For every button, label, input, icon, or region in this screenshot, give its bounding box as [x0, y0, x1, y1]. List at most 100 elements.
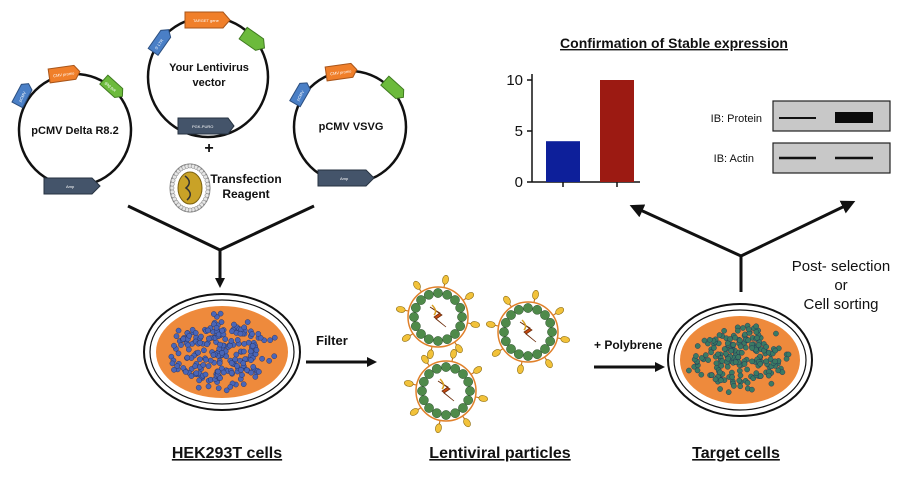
cell: [180, 336, 187, 342]
cell: [729, 374, 735, 380]
cell: [741, 361, 748, 367]
cell: [241, 324, 247, 331]
cell: [195, 349, 201, 356]
gene-segment-cmv: CMV promo: [47, 64, 81, 84]
cell: [717, 386, 723, 392]
cell: [197, 339, 203, 346]
cell: [717, 369, 723, 376]
lentivirus-particle: [404, 349, 488, 433]
cell: [203, 356, 209, 363]
caption-hek293t: HEK293T cells: [172, 445, 282, 462]
cell: [215, 385, 222, 391]
hek293t-dish: [143, 293, 301, 411]
cell: [749, 345, 755, 351]
cell: [248, 357, 254, 363]
cell: [234, 363, 240, 369]
cell: [693, 353, 699, 359]
caption-lentiviral-particles: Lentiviral particles: [429, 445, 570, 462]
lipid-head: [205, 189, 211, 195]
cell: [736, 377, 743, 384]
cell: [192, 363, 198, 369]
blot-label-actin: IB: Actin: [714, 153, 754, 165]
cell: [725, 355, 731, 362]
cell: [749, 358, 755, 365]
cell: [773, 330, 779, 337]
cell: [727, 336, 733, 342]
cell: [182, 369, 189, 375]
cell: [686, 367, 692, 374]
cell: [188, 373, 195, 379]
cell: [210, 311, 217, 317]
western-blot: IB: Protein IB: Actin: [711, 100, 891, 174]
cell: [171, 367, 177, 373]
cell: [186, 332, 193, 339]
cell: [255, 331, 262, 337]
cell: [234, 337, 241, 343]
plasmid-name: pCMV Delta R8.2: [31, 125, 118, 137]
cell: [755, 342, 762, 348]
cell: [705, 357, 712, 363]
cell: [271, 353, 278, 359]
cell: [237, 330, 244, 337]
transfection-reagent-icon: [169, 163, 211, 213]
gene-segment-gagpol: gag pol: [99, 74, 124, 99]
gene-segment-target: TARGET gene: [184, 11, 231, 29]
gene-segment-pgk-puro: PGK-PURO: [177, 117, 235, 135]
cell: [228, 338, 235, 344]
cell: [207, 357, 214, 364]
cell: [701, 337, 708, 344]
cell: [238, 367, 244, 373]
cell: [219, 327, 225, 334]
cell: [724, 363, 731, 370]
cell: [734, 327, 741, 334]
gene-label: pCMV: [17, 90, 27, 102]
cell: [753, 370, 760, 376]
cell: [217, 375, 223, 381]
cell: [725, 389, 732, 395]
cell: [178, 342, 184, 348]
cell: [735, 354, 742, 360]
gene-label: CMV promo: [53, 70, 76, 78]
cell: [222, 336, 229, 342]
cell: [196, 377, 202, 384]
cell: [205, 383, 212, 390]
cell: [719, 358, 726, 364]
cell: [215, 368, 221, 375]
cell: [206, 335, 212, 342]
cell: [732, 359, 739, 365]
cell: [220, 369, 227, 376]
cell: [754, 335, 760, 341]
gene-label: PGK-PURO: [192, 124, 213, 129]
cell: [737, 337, 743, 344]
cell: [249, 343, 256, 349]
cell: [252, 374, 259, 380]
cell: [205, 327, 211, 334]
cell: [739, 349, 745, 356]
lipid-head: [169, 189, 175, 195]
gene-label: Amp: [66, 184, 75, 189]
cell: [223, 387, 230, 394]
blot-band-strong: [835, 112, 873, 123]
cell: [169, 360, 176, 367]
gene-label: CMV promo: [330, 68, 353, 76]
cell: [728, 348, 734, 354]
gene-segment-cmv: CMV promo: [324, 62, 358, 82]
cell: [721, 346, 728, 352]
cell: [715, 351, 721, 358]
cell: [240, 348, 247, 355]
filter-label: Filter: [316, 333, 348, 348]
cell: [175, 350, 182, 357]
cell: [201, 347, 207, 354]
cell: [205, 363, 212, 369]
cell: [259, 355, 265, 362]
cell: [204, 341, 210, 348]
cell: [186, 346, 192, 353]
plasmid-name: pCMV VSVG: [319, 121, 384, 133]
diverge-arrow: [629, 200, 856, 292]
cell: [217, 310, 224, 317]
plasmid-name-line2: vector: [192, 77, 226, 89]
cell: [195, 384, 202, 391]
cell: [736, 367, 743, 374]
cell: [228, 360, 235, 366]
